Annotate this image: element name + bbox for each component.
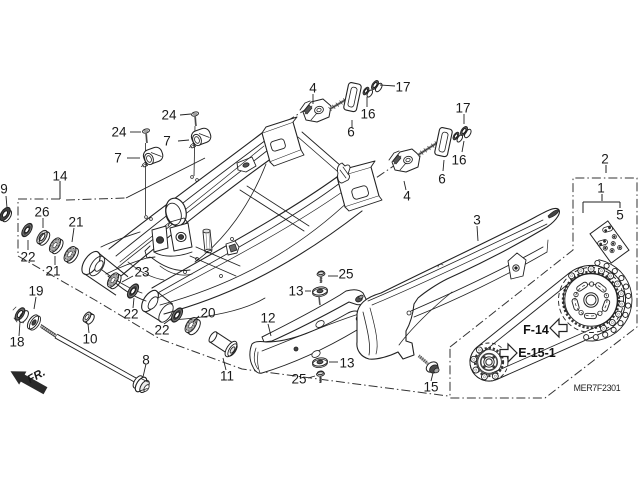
svg-text:15: 15 [423,380,438,395]
svg-text:E-15-1: E-15-1 [518,346,556,360]
svg-text:2: 2 [601,152,609,167]
svg-text:F-14: F-14 [523,323,549,337]
svg-text:20: 20 [200,306,215,321]
svg-text:13: 13 [288,284,303,299]
svg-text:24: 24 [161,108,177,123]
svg-text:14: 14 [52,169,68,184]
svg-text:4: 4 [309,81,317,96]
svg-text:23: 23 [134,265,149,280]
svg-text:6: 6 [347,125,355,140]
svg-text:12: 12 [260,311,275,326]
svg-text:21: 21 [45,264,60,279]
svg-text:9: 9 [0,182,8,197]
svg-text:1: 1 [597,181,605,196]
svg-text:4: 4 [403,189,411,204]
svg-text:19: 19 [28,284,43,299]
svg-text:11: 11 [220,369,234,384]
svg-text:26: 26 [34,205,49,220]
svg-text:13: 13 [339,356,354,371]
svg-text:22: 22 [20,250,35,265]
svg-text:25: 25 [291,372,306,387]
svg-text:MER7F2301: MER7F2301 [574,383,621,393]
svg-text:16: 16 [360,107,375,122]
svg-text:25: 25 [338,267,353,282]
svg-text:21: 21 [68,215,83,230]
svg-text:6: 6 [438,172,446,187]
svg-text:5: 5 [616,208,624,223]
svg-text:8: 8 [142,353,150,368]
svg-text:22: 22 [154,323,169,338]
svg-text:17: 17 [455,101,470,116]
svg-text:18: 18 [9,335,24,350]
svg-text:7: 7 [163,134,171,149]
svg-text:7: 7 [114,151,122,166]
svg-text:3: 3 [473,213,481,228]
svg-text:16: 16 [451,153,466,168]
svg-text:10: 10 [82,332,97,347]
svg-text:22: 22 [123,307,138,322]
svg-text:17: 17 [395,80,410,95]
svg-text:24: 24 [111,125,127,140]
